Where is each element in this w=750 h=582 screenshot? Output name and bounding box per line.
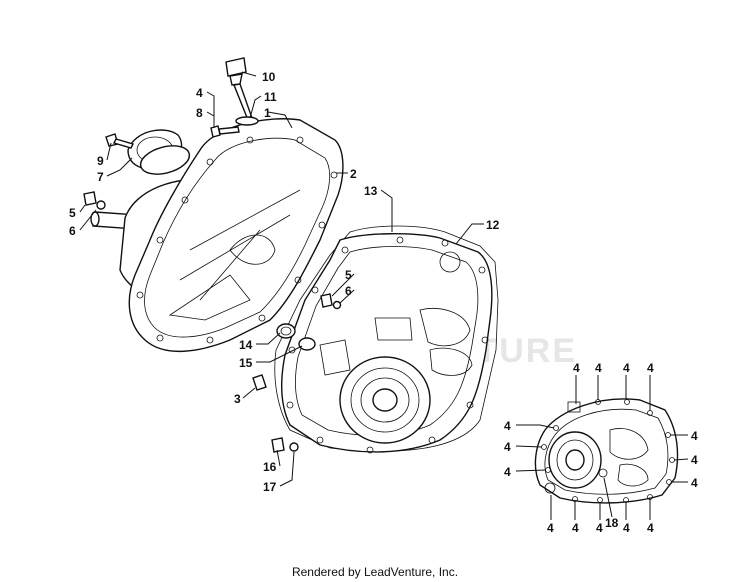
plug-part-14 xyxy=(276,323,296,339)
inset-callout-4: 4 xyxy=(623,521,630,535)
callout-11: 11 xyxy=(264,90,277,104)
bolt-part-9 xyxy=(105,133,135,149)
inset-callout-4: 4 xyxy=(504,465,511,479)
callout-6-left: 6 xyxy=(69,224,76,238)
o-ring-part-15 xyxy=(298,337,316,351)
inset-callout-4: 4 xyxy=(504,419,511,433)
inset-callout-4: 4 xyxy=(647,361,654,375)
callout-5-left: 5 xyxy=(69,206,76,220)
callout-2: 2 xyxy=(350,167,357,181)
callout-labels: 10 4 11 8 1 9 7 2 13 5 6 12 5 6 14 15 3 … xyxy=(69,70,698,535)
callout-13: 13 xyxy=(364,184,378,198)
right-crankcase-cover xyxy=(281,233,493,454)
inset-callout-4: 4 xyxy=(691,453,698,467)
callout-17: 17 xyxy=(263,480,277,494)
footer-credit: Rendered by LeadVenture, Inc. xyxy=(291,565,459,579)
inset-callout-4: 4 xyxy=(623,361,630,375)
inset-callout-4: 4 xyxy=(504,440,511,454)
bolt-part-4-top xyxy=(210,125,240,138)
left-crankcase-cover xyxy=(90,118,344,352)
callout-4-top: 4 xyxy=(196,86,203,100)
callout-14: 14 xyxy=(239,338,253,352)
inset-cover-view xyxy=(534,398,679,504)
inset-callout-4: 4 xyxy=(573,361,580,375)
drain-plug-part-16 xyxy=(271,437,299,453)
callout-6-middle: 6 xyxy=(345,284,352,298)
inset-callout-4: 4 xyxy=(595,361,602,375)
inset-callout-4: 4 xyxy=(547,521,554,535)
callout-8: 8 xyxy=(196,106,203,120)
inset-callout-4: 4 xyxy=(691,429,698,443)
dipstick-part-10 xyxy=(225,57,253,121)
callout-15: 15 xyxy=(239,356,253,370)
callout-12: 12 xyxy=(486,218,500,232)
callout-7: 7 xyxy=(97,170,104,184)
o-ring-part-11 xyxy=(235,116,259,126)
callout-16: 16 xyxy=(263,460,277,474)
inset-callout-4: 4 xyxy=(596,521,603,535)
callout-1: 1 xyxy=(264,106,271,120)
callout-10: 10 xyxy=(262,70,276,84)
inset-callout-4: 4 xyxy=(572,521,579,535)
callout-5-middle: 5 xyxy=(345,268,352,282)
plug-part-5-middle xyxy=(320,293,342,310)
callout-18: 18 xyxy=(605,516,619,530)
cover-plate-part-7 xyxy=(127,129,191,175)
dowel-part-3 xyxy=(252,374,267,391)
leader-lines xyxy=(79,71,689,520)
inset-callout-4: 4 xyxy=(691,476,698,490)
plug-part-5-left xyxy=(83,191,106,210)
inset-callout-4: 4 xyxy=(647,521,654,535)
gasket-part-13 xyxy=(274,225,499,452)
callout-3: 3 xyxy=(234,392,241,406)
callout-9: 9 xyxy=(97,154,104,168)
